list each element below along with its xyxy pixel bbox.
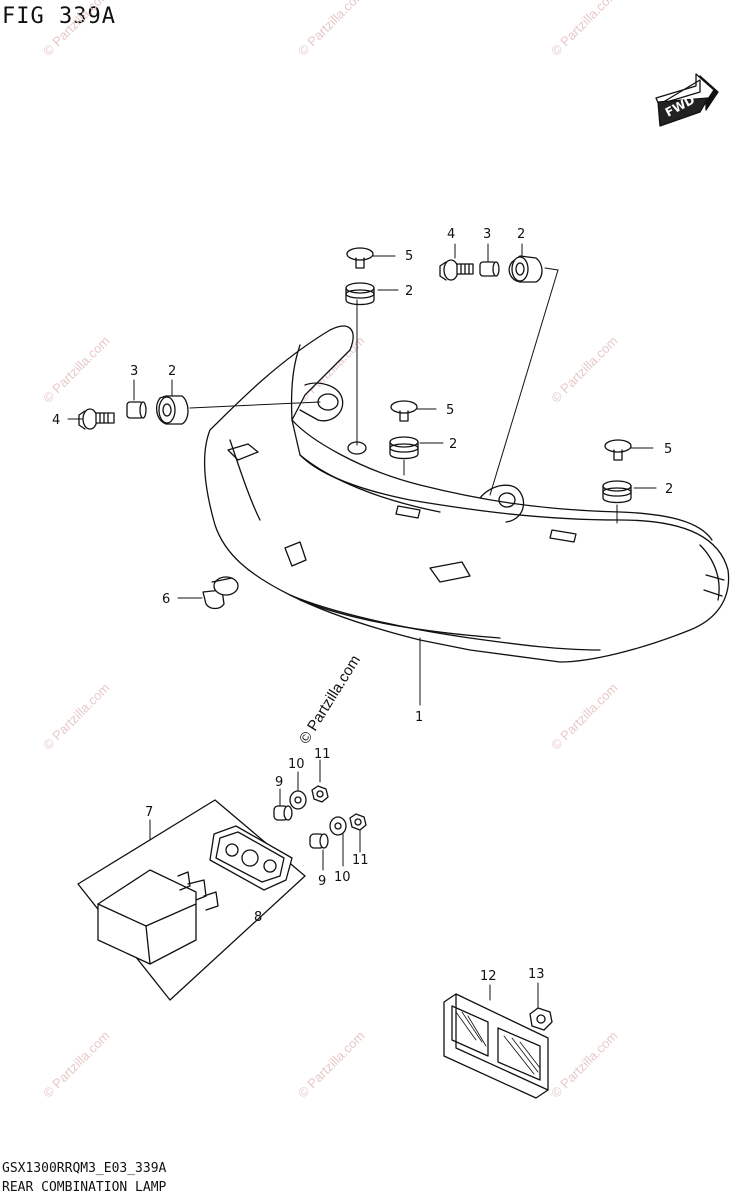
callout-2: 2 — [517, 227, 525, 242]
callout-4: 4 — [52, 413, 60, 428]
callout-2: 2 — [449, 437, 457, 452]
bolt-icon — [439, 259, 474, 281]
callout-labels: 5 2 4 3 2 4 3 2 5 2 5 2 6 1 10 11 9 7 8 … — [52, 227, 673, 984]
callout-9: 9 — [318, 874, 326, 889]
callout-9: 9 — [275, 775, 283, 790]
bolt-icon — [78, 408, 115, 430]
grommet-icon — [345, 282, 375, 306]
callout-8: 8 — [254, 910, 262, 925]
cushion-icon — [273, 805, 293, 821]
washer-icon — [329, 816, 347, 836]
lamp-housing — [203, 325, 730, 663]
cushion-icon — [309, 833, 329, 849]
callout-5: 5 — [664, 442, 672, 457]
nut-icon — [529, 1007, 553, 1031]
grommet-icon — [602, 480, 632, 504]
lamp-assembly-icon — [77, 799, 306, 1001]
callout-13: 13 — [528, 967, 545, 982]
washer-icon — [289, 790, 307, 810]
callout-11: 11 — [314, 747, 331, 762]
collar-icon — [479, 261, 500, 277]
rivet-icon — [346, 247, 374, 269]
callout-1: 1 — [415, 710, 423, 725]
callout-6: 6 — [162, 592, 170, 607]
callout-12: 12 — [480, 969, 497, 984]
callout-5: 5 — [446, 403, 454, 418]
collar-icon — [126, 401, 147, 419]
gasket-icon — [209, 825, 293, 891]
grommet-icon — [508, 255, 543, 283]
grommet-icon — [155, 395, 189, 425]
grommet-icon — [389, 436, 419, 460]
reflector-icon — [443, 993, 549, 1099]
callout-2: 2 — [405, 284, 413, 299]
callout-2: 2 — [665, 482, 673, 497]
callout-11: 11 — [352, 853, 369, 868]
nut-icon — [311, 785, 329, 803]
callout-10: 10 — [334, 870, 351, 885]
rivet-icon — [604, 439, 632, 461]
clip-icon — [202, 576, 239, 610]
callout-7: 7 — [145, 805, 153, 820]
callout-3: 3 — [130, 364, 138, 379]
callout-5: 5 — [405, 249, 413, 264]
fwd-arrow-icon — [655, 73, 719, 127]
figure-name: REAR COMBINATION LAMP — [2, 1180, 167, 1195]
callout-10: 10 — [288, 757, 305, 772]
callout-3: 3 — [483, 227, 491, 242]
figure-title: FIG 339A — [2, 4, 116, 29]
figure-code: GSX1300RRQM3_E03_339A — [2, 1161, 167, 1176]
nut-icon — [349, 813, 367, 831]
callout-4: 4 — [447, 227, 455, 242]
callout-2: 2 — [168, 364, 176, 379]
rivet-icon — [390, 400, 418, 422]
